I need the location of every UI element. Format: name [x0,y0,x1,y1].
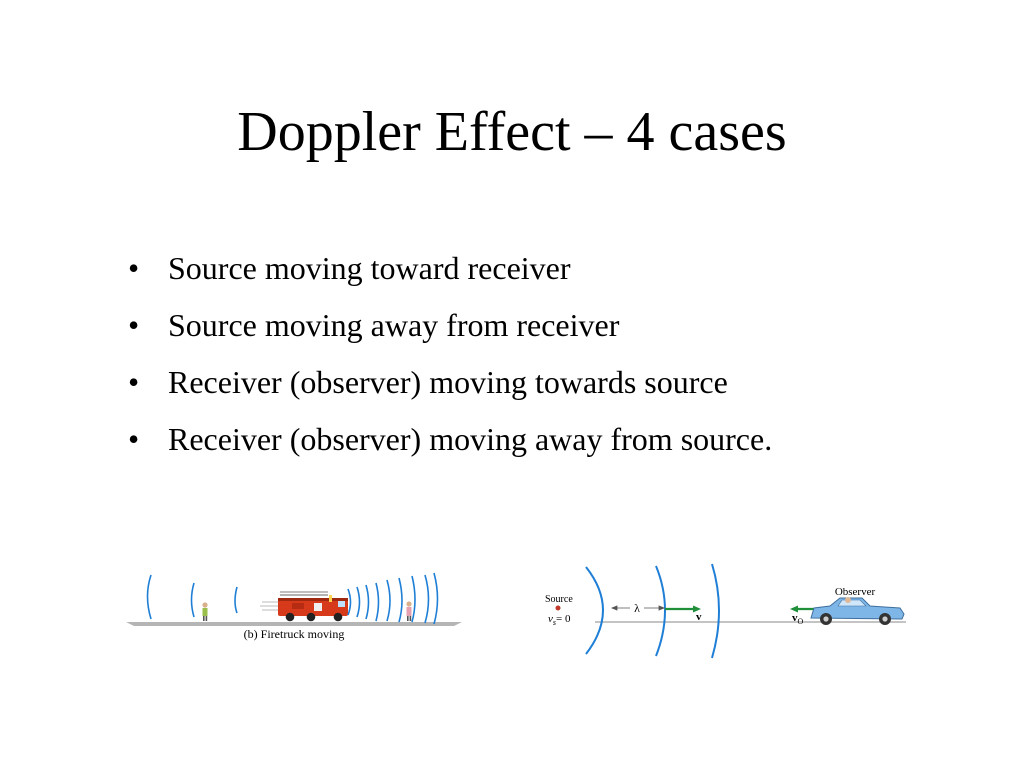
observer-velocity-arrowhead [790,605,798,613]
bullet-text: Source moving toward receiver [168,250,571,286]
observer-velocity-subscript: O [798,617,804,626]
wavelength-label: λ [634,601,640,615]
observer-velocity-label: vO [792,612,804,626]
source-velocity-value: = 0 [556,613,571,625]
wavefronts-ahead [347,572,439,625]
person-right-icon [406,601,412,621]
wavefronts-behind [146,574,238,620]
source-dot [555,605,561,611]
source-velocity-label: vs= 0 [548,613,571,627]
bullet-text: Source moving away from receiver [168,307,620,343]
speed-lines [260,601,278,611]
firetruck-illustration: (b) Firetruck moving [126,572,462,641]
bullet-list: • Source moving toward receiver • Source m… [128,240,772,468]
bullet-item: • Source moving away from receiver [128,297,772,354]
wavelength-arrow [610,605,666,611]
bullet-text: Receiver (observer) moving away from sou… [168,421,773,457]
observer-velocity-symbol: v [792,612,798,624]
source-velocity-subscript: s [553,618,556,627]
bullet-dot: • [128,421,140,457]
bullet-dot: • [128,307,140,343]
source-label: Source [545,594,573,605]
source-velocity-symbol: v [548,613,553,625]
bullet-dot: • [128,364,140,400]
observer-figure: Source vs= 0 λ v vO Observer [540,562,912,662]
observer-illustration: Source vs= 0 λ v vO Observer [545,563,906,659]
ground-strip [126,622,462,626]
firetruck-icon [278,591,348,622]
bullet-item: • Receiver (observer) moving towards sour… [128,354,772,411]
wave-velocity-arrowhead [693,605,701,613]
observer-label: Observer [835,586,876,598]
wavefronts [585,563,720,659]
slide-title: Doppler Effect – 4 cases [237,101,787,163]
wave-velocity-label: v [696,611,702,623]
bullet-text: Receiver (observer) moving towards sourc… [168,364,728,400]
bullet-item: • Receiver (observer) moving away from so… [128,411,772,468]
bullet-dot: • [128,250,140,286]
car-icon [810,597,905,625]
bullet-item: • Source moving toward receiver [128,240,772,297]
firetruck-figure: (b) Firetruck moving [124,565,464,650]
firetruck-caption: (b) Firetruck moving [244,627,345,641]
person-left-icon [202,602,208,621]
